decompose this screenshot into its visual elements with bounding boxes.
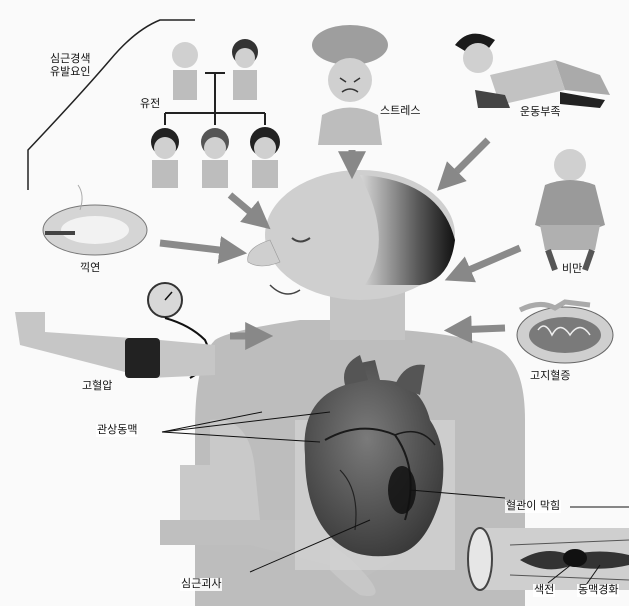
title-line-2: 유발요인 <box>50 66 90 79</box>
label-stress: 스트레스 <box>380 105 420 118</box>
ashtray <box>43 185 147 255</box>
family-group <box>151 39 280 188</box>
vessel <box>468 528 629 590</box>
label-myocardial-necrosis: 심근괴사 <box>180 578 222 591</box>
label-thrombus: 색전 <box>533 584 555 597</box>
stress-person <box>312 25 388 145</box>
fatty-food <box>517 302 613 363</box>
label-arteriosclerosis: 동맥경화 <box>577 584 619 597</box>
label-vessel-blocked: 혈관이 막힘 <box>505 500 561 513</box>
label-smoking: 끽연 <box>80 262 100 275</box>
label-hyperlipidemia: 고지혈증 <box>530 370 570 383</box>
obese-person <box>535 149 605 270</box>
label-obesity: 비만 <box>562 263 582 276</box>
lying-person <box>455 34 610 108</box>
bp-arm <box>15 283 215 378</box>
label-coronary-artery: 관상동맥 <box>96 424 138 437</box>
label-lack-of-exercise: 운동부족 <box>520 106 560 119</box>
label-heredity: 유전 <box>140 98 160 111</box>
label-hypertension: 고혈압 <box>82 380 112 393</box>
title-text: 심근경색 유발요인 <box>50 53 90 78</box>
title-line-1: 심근경색 <box>50 53 90 66</box>
